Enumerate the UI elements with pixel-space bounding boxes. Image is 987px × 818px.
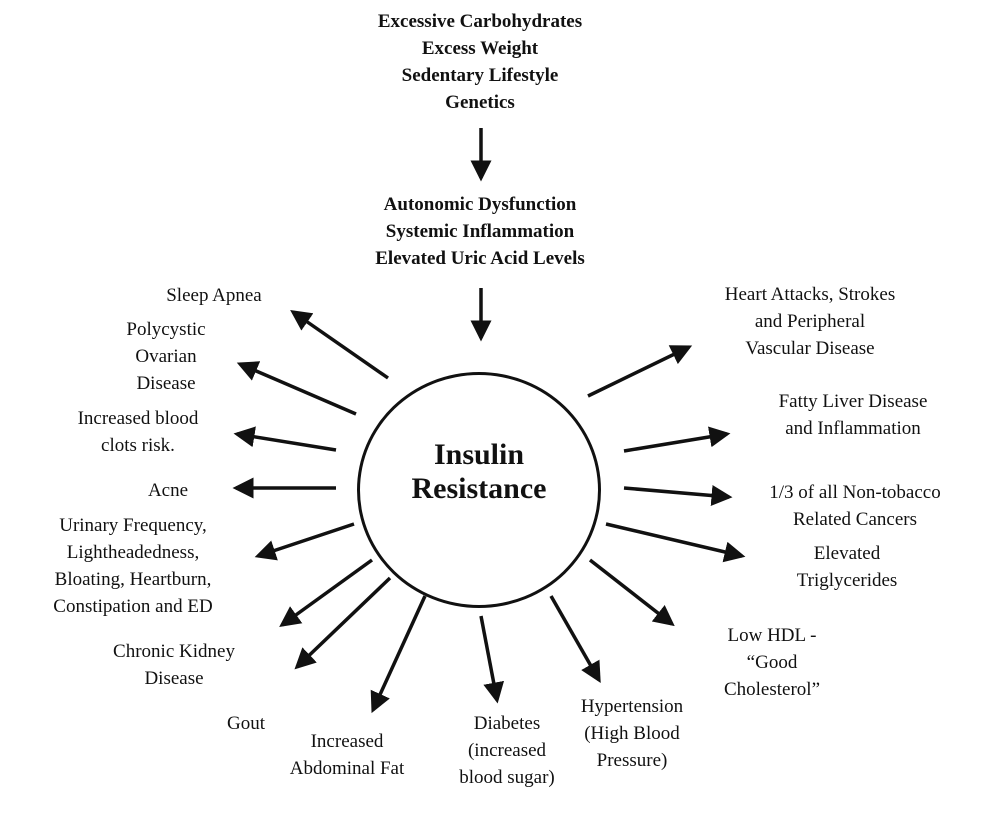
label-acne: Acne [118, 477, 218, 504]
arrow-to-blood-clots [233, 426, 337, 452]
mechanism-line: Autonomic Dysfunction [383, 194, 577, 215]
label-line: 1/3 of all Non-tobacco [769, 482, 941, 503]
label-line: Heart Attacks, Strokes [724, 284, 896, 305]
label-urinary: Urinary Frequency, Lightheadedness, Bloa… [18, 512, 248, 620]
label-line: Related Cancers [793, 509, 917, 530]
label-line: Ovarian [135, 346, 197, 367]
label-kidney: Chronic Kidney Disease [84, 638, 264, 692]
arrow-to-cancers [623, 485, 733, 506]
arrow-to-triglycerides [605, 522, 746, 563]
mechanisms-block: Autonomic Dysfunction Systemic Inflammat… [330, 191, 630, 272]
label-line: Vascular Disease [745, 338, 875, 359]
label-gout: Gout [206, 710, 286, 737]
label-line: blood sugar) [459, 767, 555, 788]
label-line: Disease [144, 668, 204, 689]
label-line: “Good [746, 652, 798, 673]
label-line: Cholesterol” [723, 679, 821, 700]
label-line: Constipation and ED [53, 596, 213, 617]
arrow-to-kidney [279, 558, 374, 628]
label-triglycerides: Elevated Triglycerides [772, 540, 922, 594]
arrow-to-pcos [236, 361, 357, 416]
label-line: Triglycerides [796, 570, 898, 591]
label-line: Chronic Kidney [113, 641, 235, 662]
label-pcos: Polycystic Ovarian Disease [96, 316, 236, 397]
cause-line: Genetics [445, 92, 515, 113]
label-line: Urinary Frequency, [59, 515, 207, 536]
label-cancers: 1/3 of all Non-tobacco Related Cancers [735, 479, 975, 533]
label-line: Increased blood [77, 408, 199, 429]
arrow-to-hypertension [549, 595, 601, 684]
arrow-to-diabetes [479, 615, 505, 704]
label-line: Fatty Liver Disease [778, 391, 928, 412]
label-line: Increased [310, 731, 384, 752]
label-line: (High Blood [584, 723, 680, 744]
label-line: clots risk. [101, 435, 175, 456]
label-line: Sleep Apnea [166, 285, 262, 306]
arrow-to-low-hdl [588, 558, 675, 627]
label-line: (increased [467, 740, 547, 761]
label-hypertension: Hypertension (High Blood Pressure) [552, 693, 712, 774]
center-line: Insulin [433, 438, 525, 471]
label-line: and Peripheral [754, 311, 866, 332]
arrow-to-gout [294, 576, 392, 670]
label-blood-clots: Increased blood clots risk. [48, 405, 228, 459]
label-low-hdl: Low HDL - “Good Cholesterol” [692, 622, 852, 703]
label-line: Elevated [813, 543, 881, 564]
label-line: Gout [227, 713, 265, 734]
arrow-to-heart [587, 345, 693, 398]
label-line: Bloating, Heartburn, [54, 569, 212, 590]
cause-line: Excessive Carbohydrates [377, 11, 583, 32]
label-line: Abdominal Fat [289, 758, 405, 779]
center-line: Resistance [411, 472, 547, 505]
cause-line: Excess Weight [421, 38, 539, 59]
label-line: Polycystic [126, 319, 206, 340]
label-line: Pressure) [596, 750, 668, 771]
insulin-resistance-circle [357, 372, 601, 608]
label-heart: Heart Attacks, Strokes and Peripheral Va… [695, 281, 925, 362]
label-line: Low HDL - [727, 625, 817, 646]
mechanism-line: Elevated Uric Acid Levels [375, 248, 585, 269]
label-sleep-apnea: Sleep Apnea [134, 282, 294, 309]
label-diabetes: Diabetes (increased blood sugar) [432, 710, 582, 791]
arrow-to-sleep-apnea [290, 310, 389, 380]
label-abdominal-fat: Increased Abdominal Fat [262, 728, 432, 782]
label-line: Acne [147, 480, 189, 501]
label-line: Lightheadedness, [66, 542, 200, 563]
label-line: Diabetes [473, 713, 541, 734]
label-line: Hypertension [580, 696, 684, 717]
arrow-to-abdominal-fat [370, 595, 427, 714]
cause-line: Sedentary Lifestyle [401, 65, 559, 86]
mechanism-line: Systemic Inflammation [385, 221, 575, 242]
label-line: Disease [136, 373, 196, 394]
center-label: Insulin Resistance [357, 438, 601, 506]
label-line: and Inflammation [785, 418, 921, 439]
arrow-to-fatty-liver [623, 426, 731, 453]
arrow-to-urinary [254, 522, 355, 561]
label-fatty-liver: Fatty Liver Disease and Inflammation [743, 388, 963, 442]
causes-block: Excessive Carbohydrates Excess Weight Se… [330, 8, 630, 116]
